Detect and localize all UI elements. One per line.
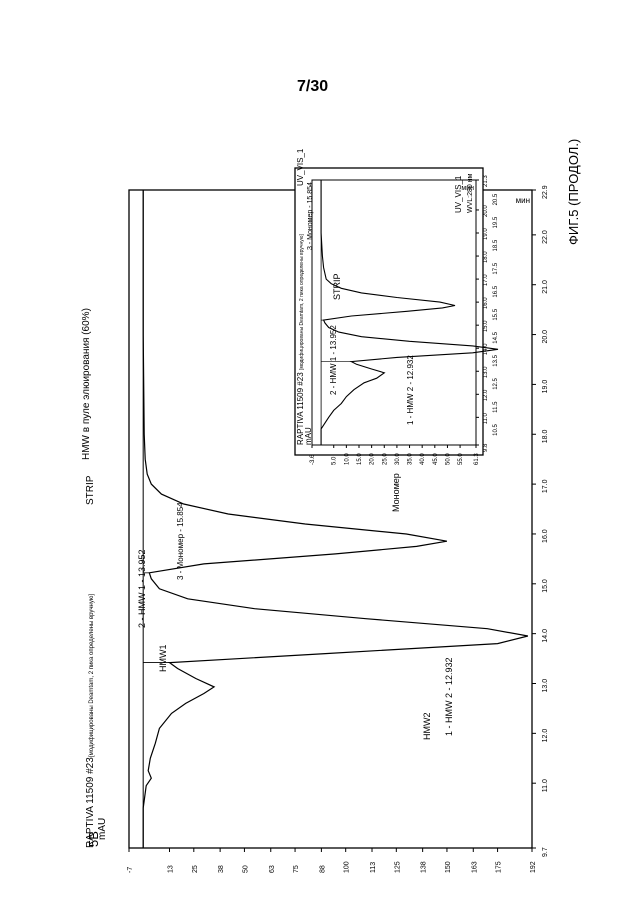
- main-y-tick-label: 150: [445, 861, 452, 873]
- main-y-tick-label: 138: [421, 861, 428, 873]
- inset-y-tick-label: 55.0: [458, 453, 464, 465]
- main-y-tick-label: 38: [218, 865, 225, 873]
- main-y-tick-label: 113: [370, 862, 377, 873]
- main-peak-label-monomer: 3 - Мономер - 15.854: [176, 502, 185, 580]
- main-y-tick-label: 163: [471, 861, 478, 873]
- inset-y-tick-label: 25.0: [382, 453, 388, 465]
- figure-labels: 5B: [86, 831, 101, 847]
- main-x-tick-label: 22.0: [542, 230, 549, 244]
- inset-x-tick-label: 18.0: [483, 251, 489, 263]
- inset-x-tick-label: 17.0: [483, 274, 489, 286]
- inset-x-tick-label: 9.8: [483, 443, 489, 452]
- inset-x-tick-label: 15.0: [483, 320, 489, 332]
- main-x-tick-label: 21.0: [542, 280, 549, 294]
- main-peak-label-hmw2: 1 - HMW 2 - 12.932: [444, 657, 454, 736]
- main-x-tick-label: 20.0: [542, 330, 549, 344]
- inset-y-tick-label: 35.0: [408, 453, 414, 465]
- inset-x-tick-label-secondary: 18.5: [493, 239, 499, 251]
- main-annotation-hmw2: HMW2: [422, 713, 432, 741]
- inset-y-tick-label: 61.3: [474, 453, 480, 465]
- inset-y-axis-label: mAU: [304, 427, 313, 445]
- main-header-mode: STRIP: [85, 475, 96, 505]
- inset-wavelength-label: WVL:280 нм: [467, 173, 474, 213]
- main-y-tick-label: 88: [319, 865, 326, 873]
- inset-x-tick-label-secondary: 16.5: [493, 285, 499, 297]
- main-x-tick-label: 17.0: [542, 479, 549, 493]
- main-y-tick-label: 63: [269, 865, 276, 873]
- inset-y-tick-label: -3.6: [310, 454, 316, 465]
- main-x-tick-label: 16.0: [542, 529, 549, 543]
- inset-x-tick-label-secondary: 12.5: [493, 377, 499, 389]
- inset-y-tick-label: 40.0: [420, 453, 426, 465]
- inset-x-tick-label: 16.0: [483, 297, 489, 309]
- inset-x-tick-label: 14.0: [483, 343, 489, 355]
- inset-x-tick-label-secondary: 11.5: [493, 401, 499, 413]
- main-y-tick-label: -7: [127, 867, 134, 873]
- inset-x-tick-label: 21.3: [483, 175, 489, 187]
- main-annotation-hmw1: HMW1: [158, 645, 168, 673]
- inset-x-tick-label: 19.0: [483, 228, 489, 240]
- main-y-tick-label: 13: [168, 865, 175, 873]
- inset-x-tick-label-secondary: 20.5: [493, 193, 499, 205]
- inset-y-tick-label: 45.0: [433, 453, 439, 465]
- main-x-tick-label: 19.0: [542, 380, 549, 394]
- main-x-tick-label: 14.0: [542, 629, 549, 643]
- inset-x-tick-label: 11.0: [483, 412, 489, 424]
- inset-peak-label-hmw1: 2 - HMW 1 - 13.952: [329, 325, 338, 395]
- main-y-tick-label: 100: [344, 861, 351, 873]
- main-x-tick-label: 11.0: [542, 779, 549, 792]
- inset-x-tick-label: 13.0: [483, 366, 489, 378]
- inset-peak-label-hmw2: 1 - HMW 2 - 12.932: [406, 355, 415, 425]
- main-x-tick-label: 9.7: [542, 847, 549, 857]
- inset-x-tick-label-secondary: 19.5: [493, 216, 499, 228]
- inset-y-tick-label: 30.0: [395, 453, 401, 465]
- inset-peak-label-monomer: 3 - Мономер - 15.854: [307, 182, 314, 250]
- inset-y-tick-label: 5.0: [332, 456, 338, 465]
- inset-y-tick-label: 10.0: [344, 453, 350, 465]
- inset-y-tick-label: 20.0: [370, 453, 376, 465]
- main-y-tick-label: 192: [530, 861, 537, 873]
- main-annotation-monomer: Мономер: [391, 473, 401, 512]
- inset-y-tick-label: 50.0: [445, 453, 451, 465]
- main-y-tick-label: 25: [192, 865, 199, 873]
- inset-header-note: [модифицированы Deamtam, 2 пика определе…: [299, 234, 305, 370]
- main-x-tick-label: 15.0: [542, 579, 549, 593]
- main-y-tick-label: 125: [394, 861, 401, 873]
- inset-x-tick-label: 20.0: [483, 205, 489, 217]
- main-x-axis-label: мин: [516, 196, 530, 205]
- main-x-tick-label: 12.0: [542, 729, 549, 743]
- main-peak-label-hmw1: 2 - HMW 1 - 13.952: [137, 549, 147, 628]
- inset-channel-label: UV_VIS_1: [454, 175, 463, 213]
- main-x-tick-label: 18.0: [542, 430, 549, 444]
- main-x-tick-label: 13.0: [542, 679, 549, 693]
- inset-chromatogram: -3.6 5.0 10.0 15.0 20.0 25.0 30.0 35.0 40.0 45.0 5…: [295, 148, 499, 465]
- inset-x-tick-label-secondary: 10.5: [493, 424, 499, 436]
- main-y-tick-label: 75: [293, 865, 300, 873]
- main-header-note: [модифицированы Deamtam, 2 пика определе…: [89, 594, 95, 757]
- inset-x-tick-label-secondary: 13.5: [493, 354, 499, 366]
- inset-x-tick-label-secondary: 14.5: [493, 331, 499, 343]
- main-chart-title: HMW в пуле элюирования (60%): [81, 308, 92, 460]
- inset-x-tick-label: 12.0: [483, 389, 489, 401]
- inset-x-tick-label-secondary: 15.5: [493, 308, 499, 320]
- main-y-tick-label: 175: [496, 861, 503, 873]
- inset-header-channel: UV_VIS_1: [296, 148, 305, 186]
- inset-x-tick-label-secondary: 17.5: [493, 262, 499, 274]
- main-y-tick-label: 50: [242, 865, 249, 873]
- panel-label-5b: 5B: [86, 831, 101, 847]
- inset-y-tick-label: 15.0: [357, 453, 363, 465]
- main-x-tick-label: 22.9: [542, 185, 549, 199]
- inset-header-mode: STRIP: [332, 273, 342, 300]
